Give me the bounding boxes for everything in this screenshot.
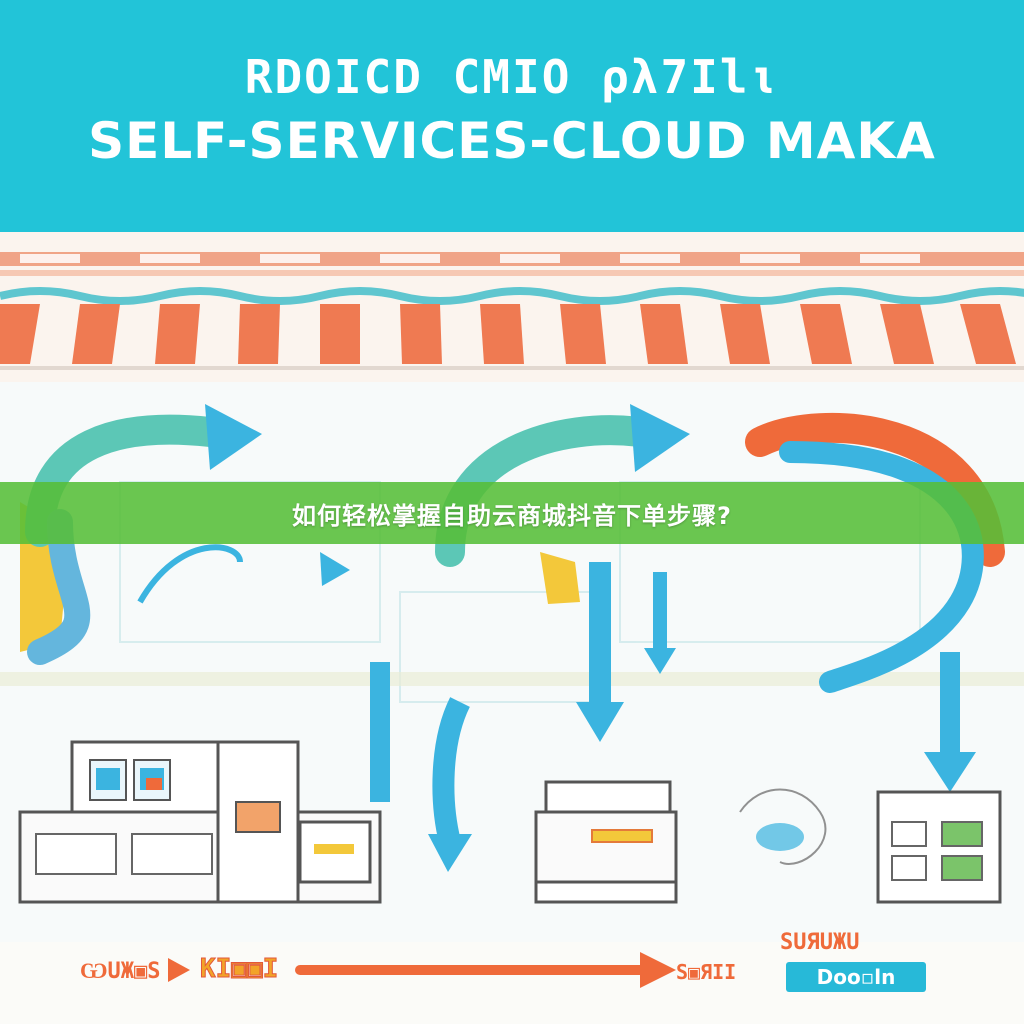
footer-right-tag: Ѕ▣ЯII xyxy=(676,960,737,984)
tablet-illustration xyxy=(876,790,1002,904)
footer-right-top-label: ЅUЯUЖU xyxy=(780,930,860,955)
footer-mid-label: KI▣▣I xyxy=(199,954,279,985)
banner-line-1: RDOICD CMIO ρλ7Ιlι xyxy=(244,50,780,104)
flow-scene-illustration xyxy=(0,382,1024,942)
footer-arrow xyxy=(168,952,676,988)
banner-line-2: SELF-SERVICES-CLOUD MAKA xyxy=(88,112,936,170)
kiosk-illustration xyxy=(18,740,382,904)
laptop-illustration xyxy=(534,780,678,904)
awning-illustration xyxy=(0,232,1024,382)
article-title: 如何轻松掌握自助云商城抖音下单步骤? xyxy=(292,501,732,530)
top-banner: RDOICD CMIO ρλ7Ιlι SELF-SERVICES-CLOUD M… xyxy=(0,0,1024,232)
title-overlay-bar: 如何轻松掌握自助云商城抖音下单步骤? xyxy=(0,482,1024,544)
footer-left-label: ѠUЖ▣S xyxy=(80,959,161,984)
footer-pill-label: Doo▫ln xyxy=(786,962,926,992)
